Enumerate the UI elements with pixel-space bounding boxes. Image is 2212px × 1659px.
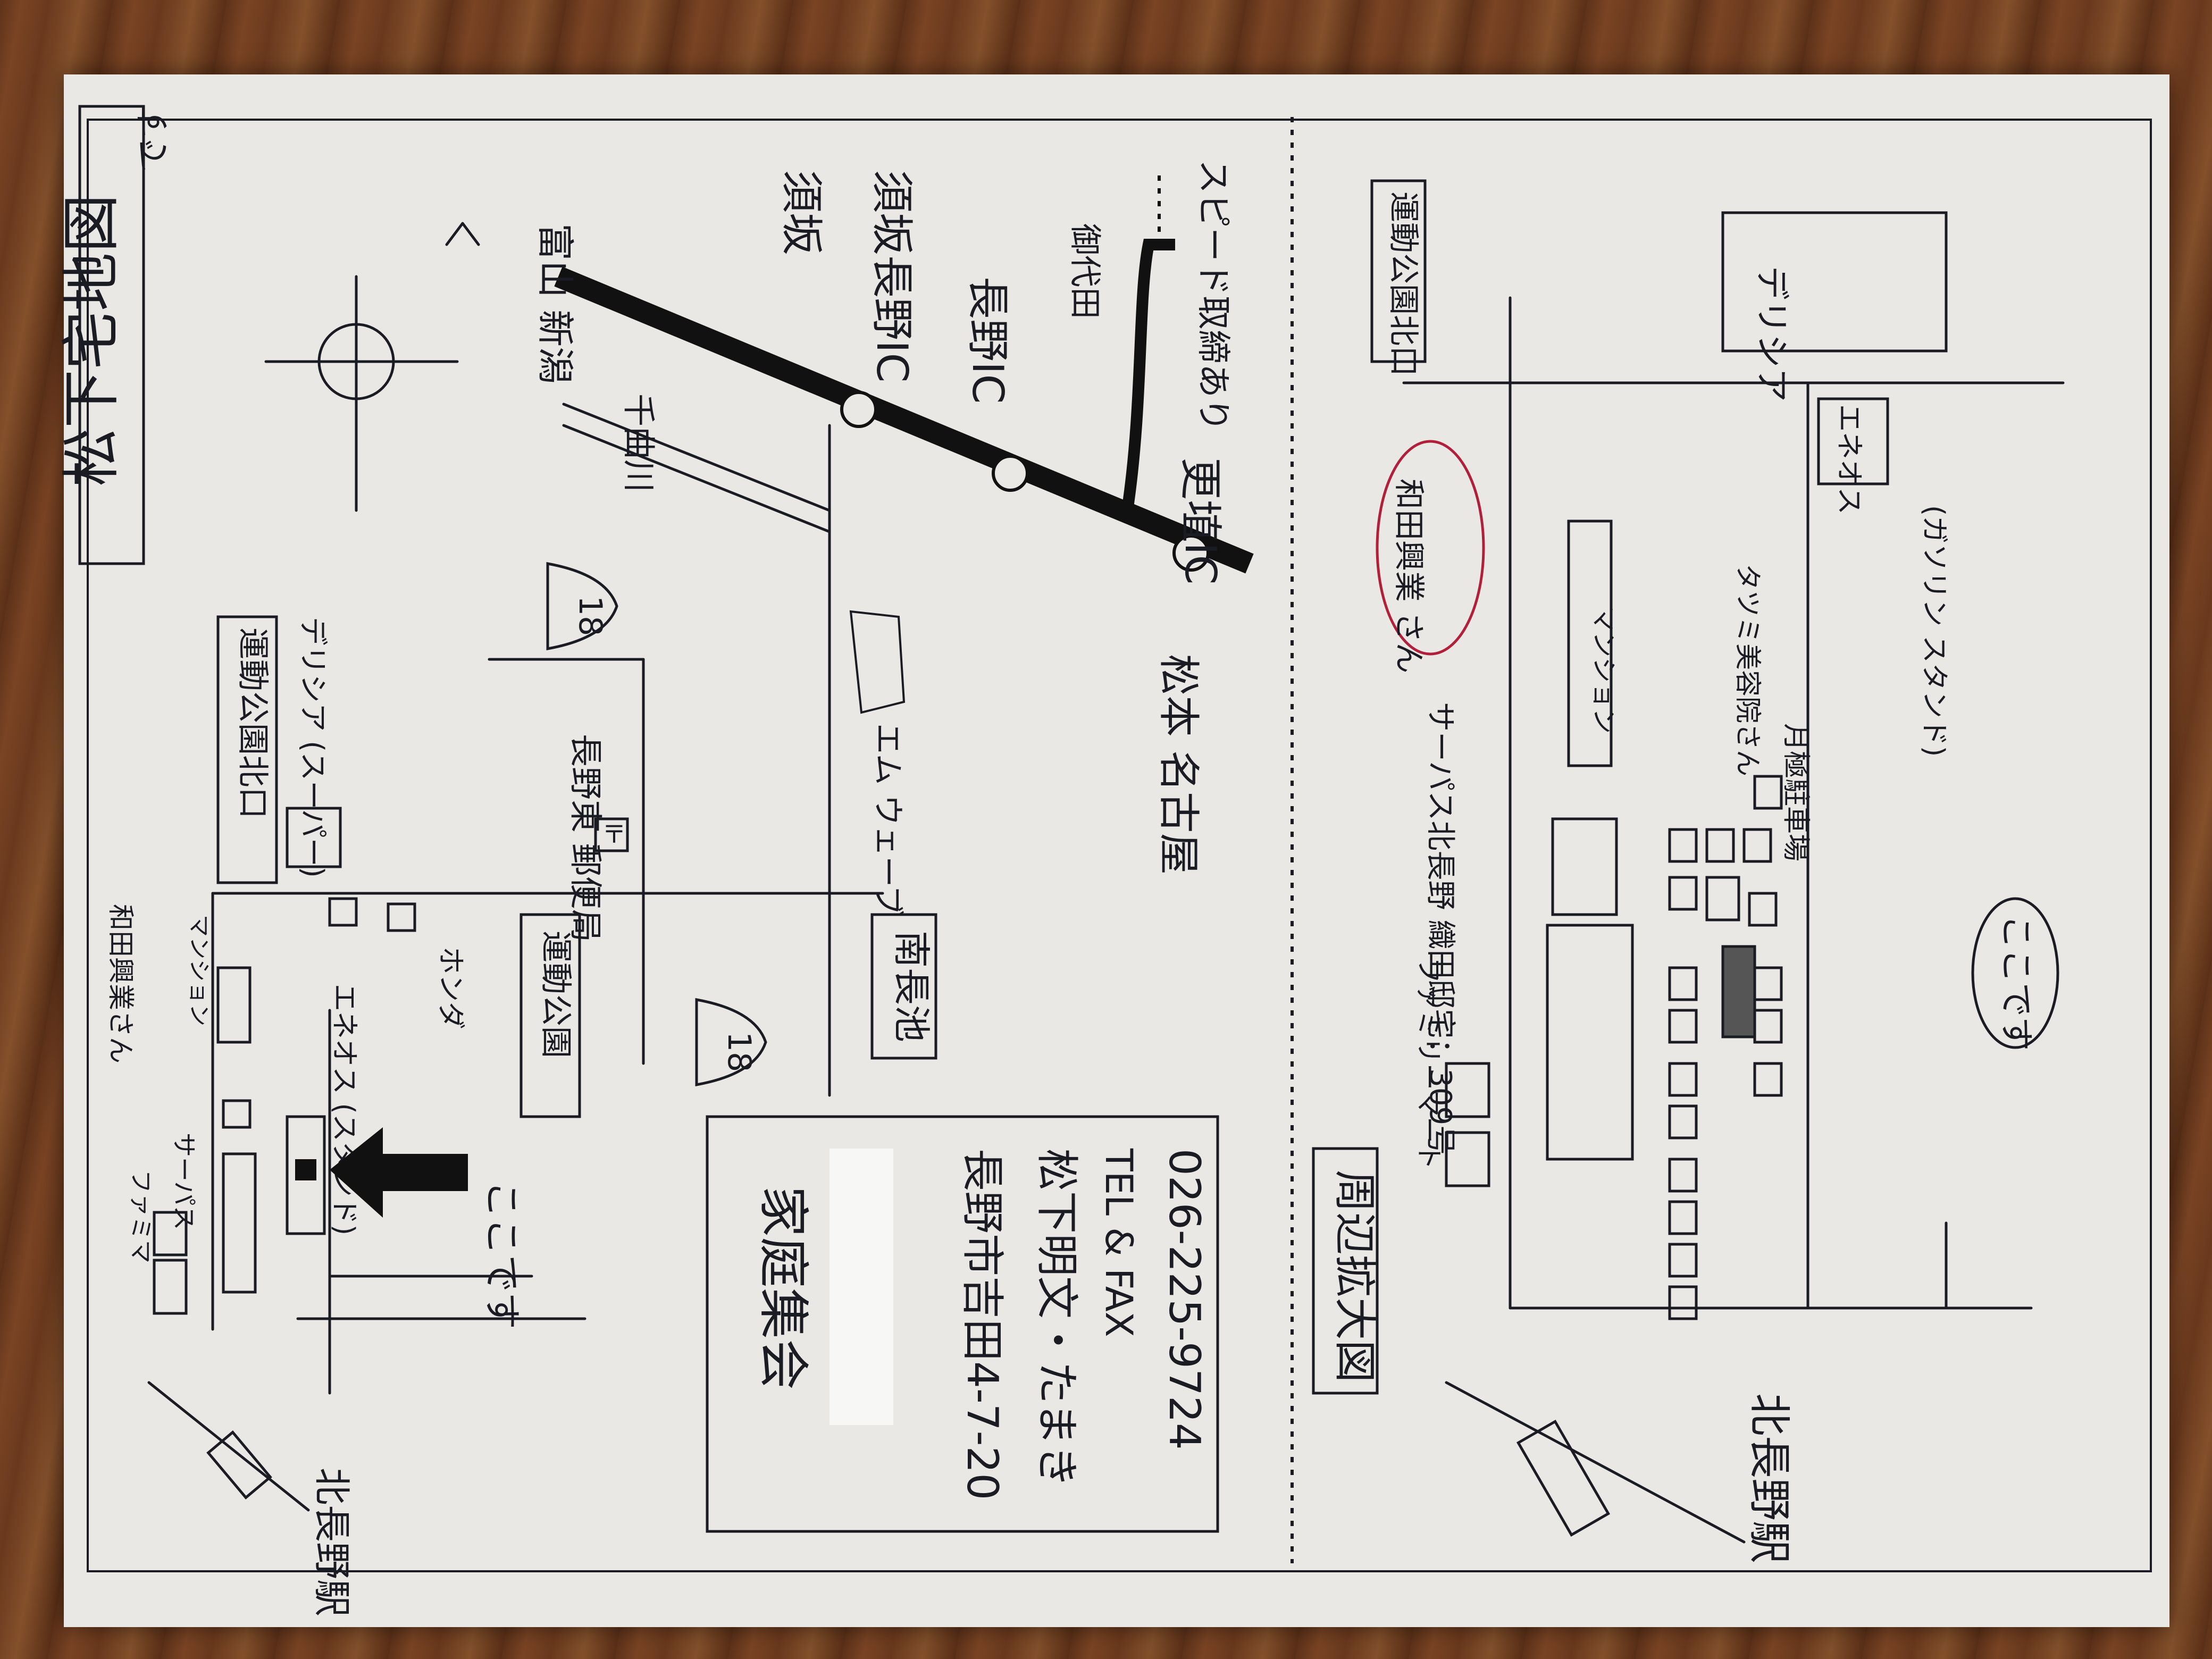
label-sapas: サーパス bbox=[170, 1133, 198, 1230]
info-name: 家庭集会 bbox=[753, 1186, 813, 1390]
detail-title-box bbox=[1312, 1147, 1379, 1395]
detail-label-tatsumi: タツミ美容院さん bbox=[1732, 564, 1763, 776]
railway-line bbox=[147, 1381, 310, 1512]
label-eneos: エネオス (スタンド) bbox=[328, 984, 360, 1235]
detail-label-delicia: デリシア bbox=[1752, 266, 1791, 402]
ic-marker-nagano bbox=[992, 455, 1029, 492]
park-north-box bbox=[216, 615, 278, 884]
ic-marker-koshoku bbox=[1172, 534, 1210, 572]
title-suffix: です bbox=[134, 104, 173, 172]
expressway-line bbox=[554, 266, 1254, 574]
label-mansion: マンション bbox=[186, 915, 212, 1026]
mwave-icon bbox=[849, 610, 906, 714]
label-miyota: 御代田 bbox=[1066, 223, 1103, 319]
joshinetsu-branch bbox=[1121, 239, 1175, 512]
detail-here-circle bbox=[1971, 897, 2059, 1049]
detail-label-park-north: 運動公園北口 bbox=[1386, 191, 1422, 376]
post-symbol: 〒 bbox=[602, 820, 626, 849]
svg-text:18: 18 bbox=[572, 596, 609, 636]
info-tel-label: TEL & FAX bbox=[1097, 1148, 1141, 1337]
map-frame bbox=[87, 119, 2152, 1572]
detail-label-mansion: マンション bbox=[1589, 606, 1619, 734]
detail-railway bbox=[1445, 1381, 1746, 1544]
detail-house-highlight bbox=[1721, 945, 1756, 1038]
paper-sheet bbox=[64, 74, 2169, 1627]
label-minami-nagaike: 南長池 bbox=[890, 931, 933, 1042]
detail-label-here: ここです bbox=[1996, 915, 2035, 1051]
label-matsumoto-nagoya: 松本 名古屋 bbox=[1154, 654, 1202, 875]
here-arrow-icon bbox=[330, 1127, 468, 1218]
label-park: 運動公園 bbox=[537, 931, 574, 1058]
detail-label-eneos: エネオス bbox=[1833, 404, 1865, 515]
label-nagano-ic: 長野IC bbox=[963, 276, 1012, 404]
detail-station-building bbox=[1516, 1419, 1611, 1537]
delicia-building bbox=[286, 807, 342, 868]
detail-label-parking: 月極駐車場 bbox=[1780, 723, 1812, 861]
label-delicia: デリシア (スーパー) bbox=[296, 617, 330, 878]
label-suzaka-ic: 須坂長野IC bbox=[867, 170, 917, 382]
minami-nagaike-box bbox=[870, 913, 937, 1060]
info-card: 家庭集会 長野市吉田4-7-20 松下明文・たまき TEL & FAX 026-… bbox=[706, 1115, 1219, 1533]
detail-delicia-building bbox=[1721, 211, 1948, 353]
compass-icon bbox=[264, 275, 459, 512]
label-honda: ホンダ bbox=[434, 946, 466, 1029]
label-koshoku-ic: 更埴IC bbox=[1176, 457, 1225, 584]
label-toyama-niigata: 富山 新潟 bbox=[533, 223, 577, 384]
label-post-office: 長野東 郵便局 bbox=[566, 734, 605, 942]
detail-park-north-box bbox=[1370, 179, 1427, 363]
chikuma-river bbox=[562, 403, 831, 533]
wada-circle bbox=[1376, 440, 1485, 656]
label-famima: ファミマ bbox=[127, 1170, 154, 1263]
label-speed-note: スピード取締あり bbox=[1193, 160, 1233, 432]
park-box bbox=[520, 913, 581, 1118]
title-block: 松下宅地図 です bbox=[57, 104, 173, 565]
ic-marker-suzaka bbox=[840, 391, 877, 428]
label-suzaka: 須坂 bbox=[777, 170, 826, 255]
info-host: 松下明文・たまき bbox=[1032, 1149, 1082, 1488]
station-building bbox=[206, 1430, 272, 1499]
detail-house-blocks bbox=[1668, 828, 1783, 1320]
detail-label-famima: ファミリーマート bbox=[1413, 957, 1444, 1170]
label-wada: 和田興業さん bbox=[105, 904, 136, 1063]
detail-eneos-building bbox=[1817, 397, 1889, 485]
label-park-north: 運動公園北口 bbox=[234, 627, 271, 819]
label-mwave: エム ウェーブ bbox=[870, 723, 906, 916]
post-office-icon bbox=[594, 817, 629, 852]
route18-shield-north: 18 bbox=[546, 562, 618, 650]
detail-title: 周辺拡大図 bbox=[1330, 1170, 1379, 1382]
detail-label-gas: (ガソリン スタンド) bbox=[1918, 505, 1950, 757]
label-here: ここです bbox=[480, 1180, 524, 1329]
info-tel: 026-225-9724 bbox=[1160, 1149, 1209, 1450]
map-title: 松下宅地図 bbox=[57, 194, 125, 487]
house-building bbox=[286, 1115, 326, 1235]
detail-label-sapas: サーパス北長野 織田邸宅：309号 bbox=[1423, 702, 1457, 1155]
house-marker bbox=[295, 1159, 316, 1180]
label-chikuma-river: 千曲川 bbox=[619, 393, 658, 492]
route18-shield-south: 18 bbox=[695, 998, 767, 1086]
detail-mansion bbox=[1567, 520, 1613, 767]
info-address: 長野市吉田4-7-20 bbox=[958, 1149, 1007, 1500]
label-station: 北長野駅 bbox=[310, 1468, 354, 1616]
detail-label-station: 北長野駅 bbox=[1745, 1393, 1794, 1563]
detail-label-wada: 和田興業 さん bbox=[1391, 479, 1427, 673]
svg-text:18: 18 bbox=[720, 1032, 758, 1072]
